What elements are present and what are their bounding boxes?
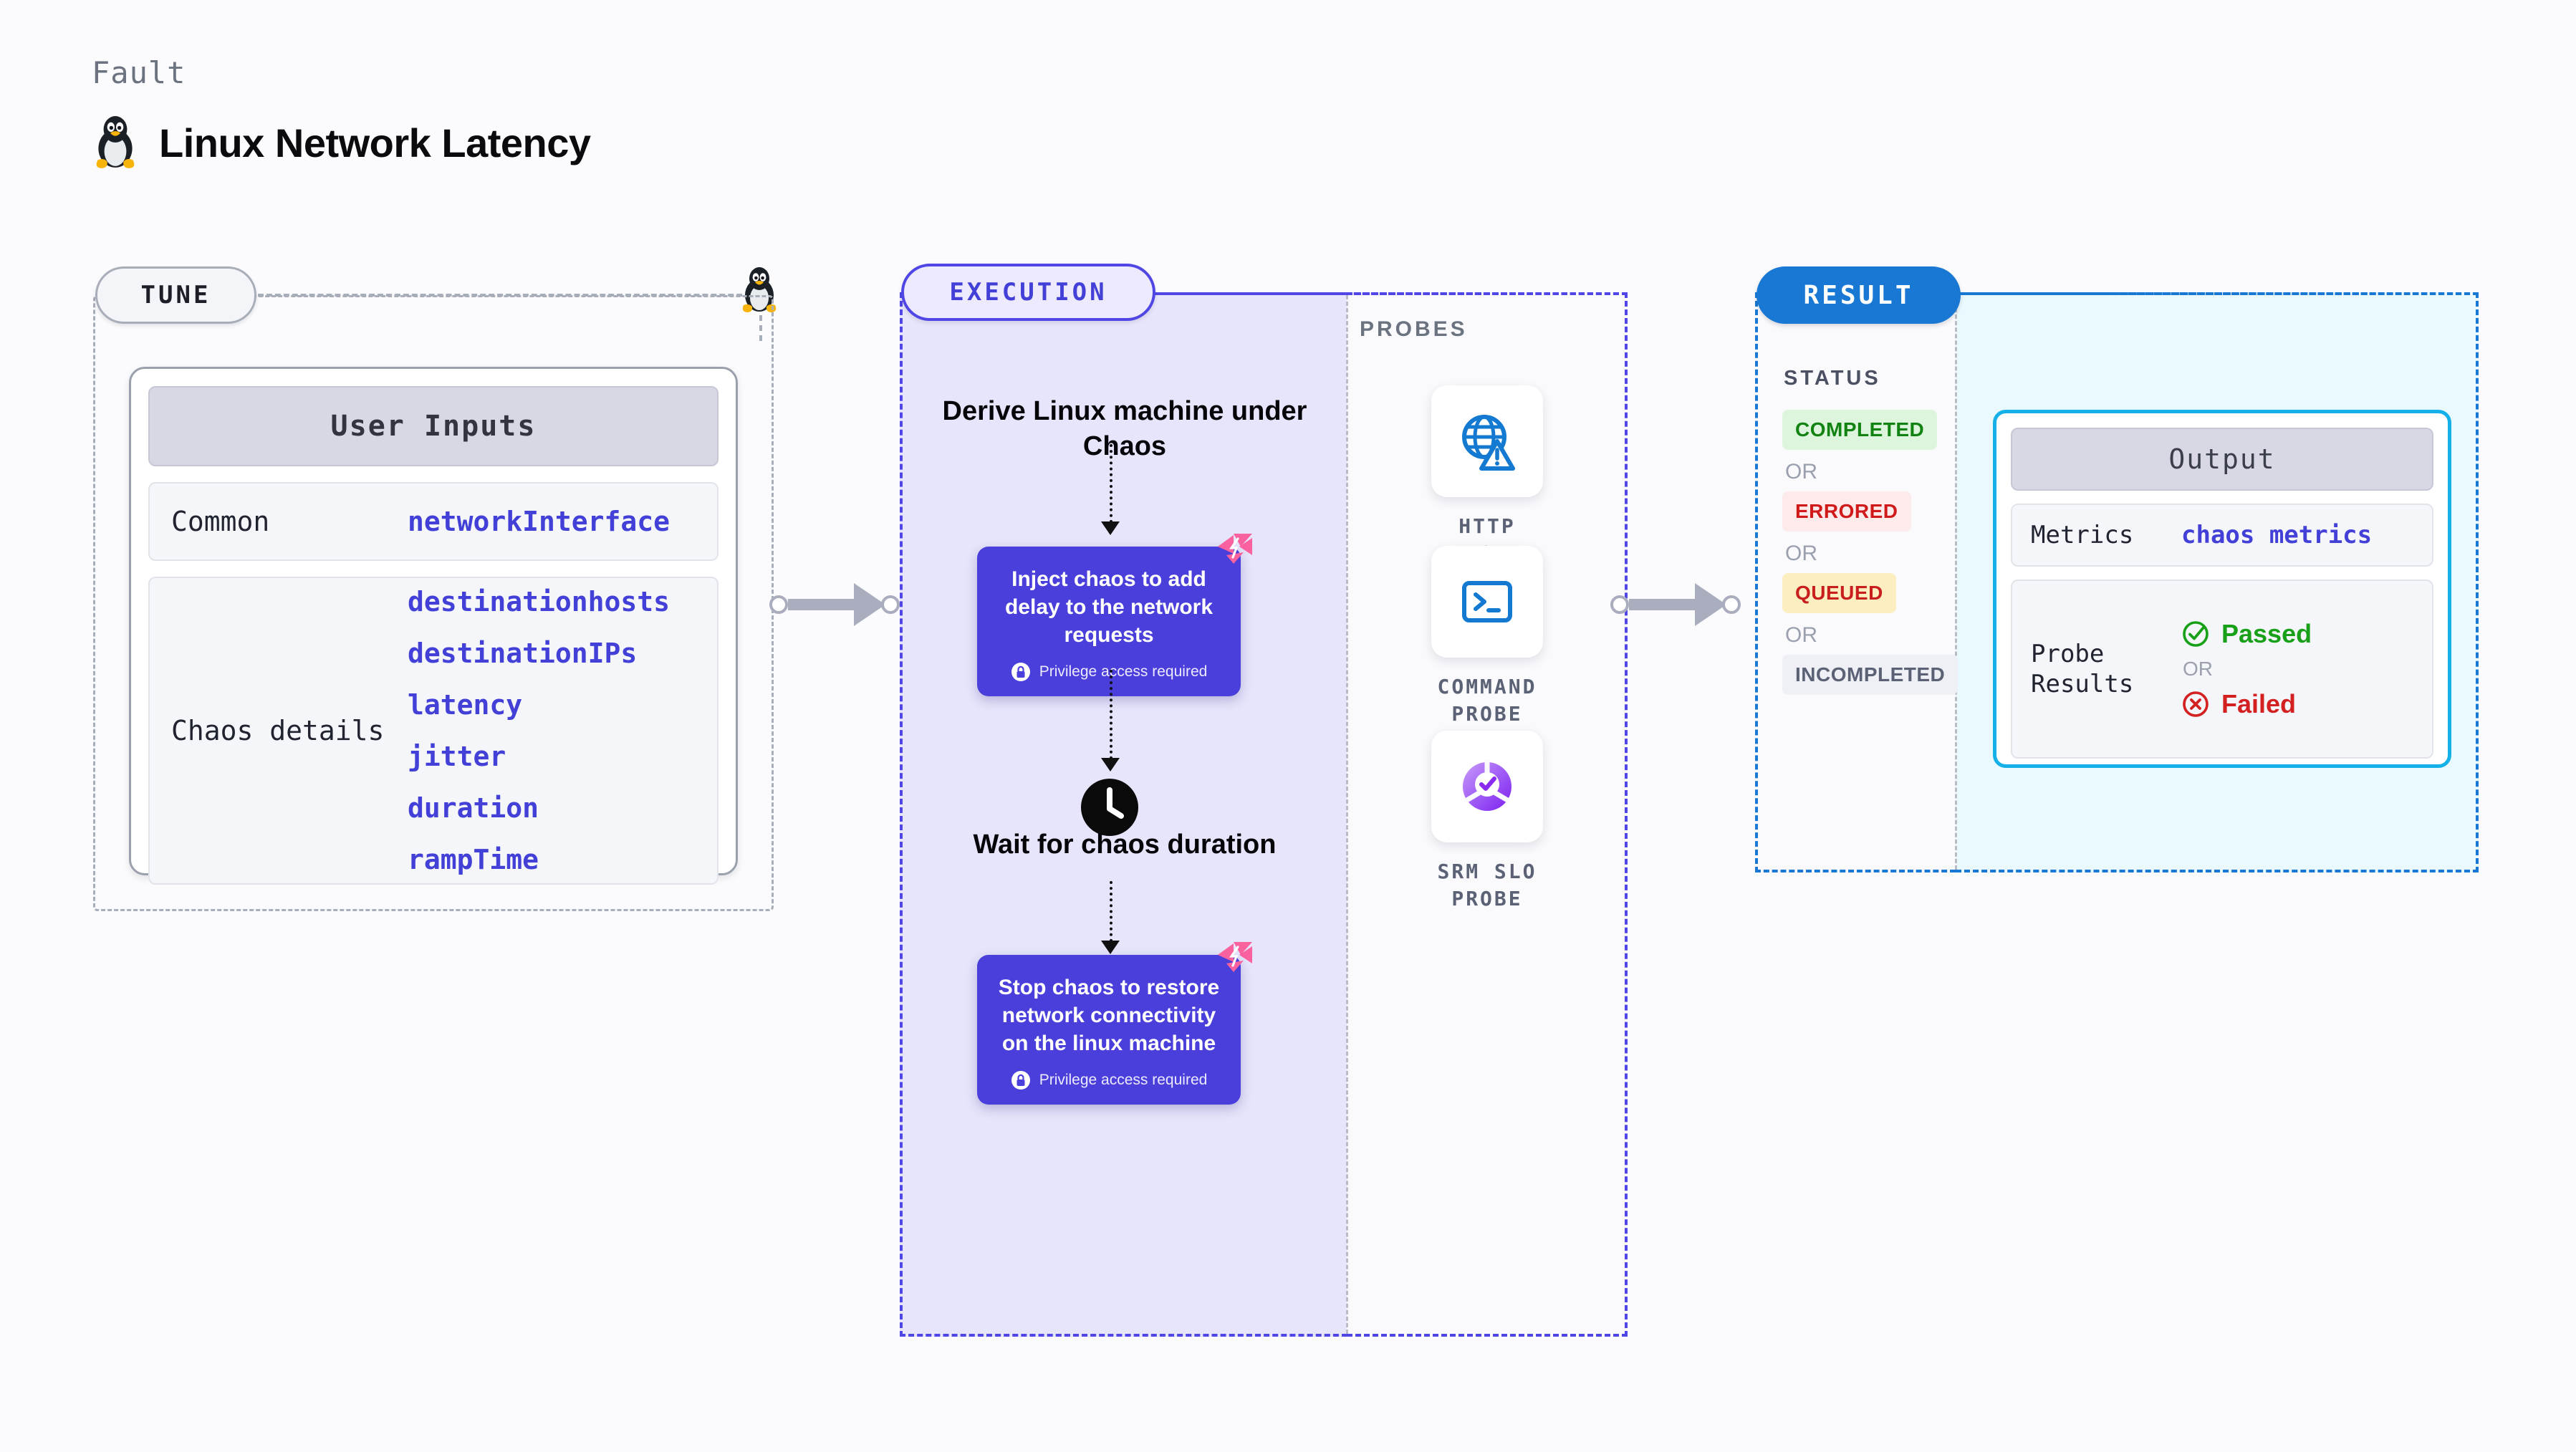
flow-arrow-head	[1101, 521, 1120, 535]
probe-result-failed: Failed	[2181, 689, 2312, 719]
execution-wait-step: Wait for chaos duration	[973, 830, 1277, 860]
page-title: Linux Network Latency	[159, 120, 591, 165]
output-row-metrics: Metrics chaos metrics	[2011, 504, 2433, 567]
probe-icon-tile	[1431, 385, 1543, 497]
connector-dot	[1722, 595, 1741, 614]
execution-derive-step: Derive Linux machine under Chaos	[942, 396, 1307, 461]
output-title: Output	[2011, 428, 2433, 491]
input-value: latency	[408, 689, 523, 721]
connector-dot	[881, 595, 900, 614]
result-top-dashed-connector	[1960, 292, 2479, 295]
fault-kicker: Fault	[92, 55, 186, 90]
input-value: rampTime	[408, 844, 539, 875]
input-value: jitter	[408, 741, 506, 772]
status-badge-incompleted: INCOMPLETED	[1782, 655, 1959, 695]
connector-arrowhead	[854, 583, 885, 626]
probe-result-passed-label: Passed	[2221, 619, 2312, 648]
flow-arrow-head	[1101, 941, 1120, 954]
status-or-label: OR	[1785, 542, 1817, 565]
connector-execution-to-result	[1610, 583, 1741, 626]
privilege-text: Privilege access required	[1039, 663, 1208, 680]
privilege-note: Privilege access required	[993, 662, 1225, 682]
input-value: destinationhosts	[408, 586, 671, 617]
input-row-label: Common	[171, 506, 270, 537]
input-value: duration	[408, 792, 539, 824]
status-section-label: STATUS	[1784, 367, 1881, 390]
execution-pill-label[interactable]: EXECUTION	[901, 264, 1155, 321]
connector-tune-to-execution	[769, 583, 900, 626]
probe-icon-tile	[1431, 546, 1543, 658]
globe-warning-icon	[1462, 415, 1515, 471]
connector-arrowhead	[1695, 583, 1726, 626]
card-title: Stop chaos to restore network connectivi…	[998, 976, 1220, 1055]
input-row-chaos-details: Chaos details destinationhosts destinati…	[148, 577, 719, 885]
flow-arrow-line	[1110, 444, 1112, 523]
input-value: destinationIPs	[408, 638, 638, 669]
check-circle-icon	[2183, 621, 2209, 647]
connector-dot	[769, 595, 788, 614]
x-circle-icon	[2183, 691, 2209, 717]
output-row-label: Probe Results	[2031, 639, 2134, 699]
chaos-fault-badge-icon	[1218, 534, 1252, 564]
chaos-fault-badge-icon	[1218, 942, 1252, 972]
result-pill-label[interactable]: RESULT	[1756, 266, 1961, 324]
execution-card-inject-chaos[interactable]: Inject chaos to add delay to the network…	[977, 534, 1252, 696]
status-badge-errored: ERRORED	[1782, 491, 1911, 532]
probe-item-command[interactable]: COMMAND PROBE	[1423, 546, 1552, 728]
execution-card-stop-chaos[interactable]: Stop chaos to restore network connectivi…	[977, 942, 1252, 1105]
input-value: networkInterface	[408, 506, 671, 537]
linux-penguin-icon	[96, 116, 135, 168]
probe-label: COMMAND PROBE	[1437, 675, 1537, 726]
output-card: Output Metrics chaos metrics Probe Resul…	[1993, 410, 2451, 768]
probes-divider	[1346, 295, 1348, 1334]
card-title: Inject chaos to add delay to the network…	[1004, 567, 1213, 647]
status-badge-completed: COMPLETED	[1782, 410, 1938, 450]
probe-result-failed-label: Failed	[2221, 689, 2297, 718]
clock-icon	[1081, 779, 1138, 836]
output-row-probe-results: Probe Results Passed OR Failed	[2011, 580, 2433, 759]
probe-result-or-label: OR	[2183, 658, 2213, 680]
lock-icon	[1011, 1071, 1030, 1090]
connector-dot	[1610, 595, 1629, 614]
input-row-label: Chaos details	[171, 715, 385, 746]
flow-arrow-line	[1110, 881, 1112, 942]
flow-arrow-head	[1101, 758, 1120, 771]
user-inputs-card: User Inputs Common networkInterface Chao…	[129, 367, 738, 885]
execution-top-dashed-connector	[1155, 292, 1628, 295]
flow-arrow-line	[1110, 670, 1112, 759]
user-inputs-title: User Inputs	[148, 386, 719, 466]
probe-item-http[interactable]: HTTP PROBE	[1423, 385, 1552, 567]
status-badge-queued: QUEUED	[1782, 573, 1896, 613]
probe-item-srm-slo[interactable]: SRM SLO PROBE	[1423, 731, 1552, 913]
probe-label: SRM SLO PROBE	[1437, 860, 1537, 910]
status-or-label: OR	[1785, 460, 1817, 484]
fault-title-row: Linux Network Latency	[92, 115, 591, 170]
privilege-text: Privilege access required	[1039, 1072, 1208, 1088]
output-metrics-value: chaos metrics	[2181, 521, 2373, 549]
terminal-prompt-icon	[1462, 581, 1512, 622]
status-or-label: OR	[1785, 623, 1817, 647]
output-row-label: Metrics	[2031, 520, 2134, 549]
privilege-note: Privilege access required	[993, 1070, 1225, 1090]
tune-pill-label[interactable]: TUNE	[95, 266, 256, 324]
result-divider	[1955, 295, 1957, 870]
input-row-common: Common networkInterface	[148, 482, 719, 561]
slo-donut-check-icon	[1463, 759, 1512, 811]
probe-result-passed: Passed	[2181, 619, 2312, 649]
lock-icon	[1011, 663, 1030, 681]
status-list: COMPLETED OR ERRORED OR QUEUED OR INCOMP…	[1782, 410, 1959, 695]
probes-section-label: PROBES	[1360, 317, 1468, 341]
probe-icon-tile	[1431, 731, 1543, 842]
tune-tux-connector	[759, 315, 762, 341]
